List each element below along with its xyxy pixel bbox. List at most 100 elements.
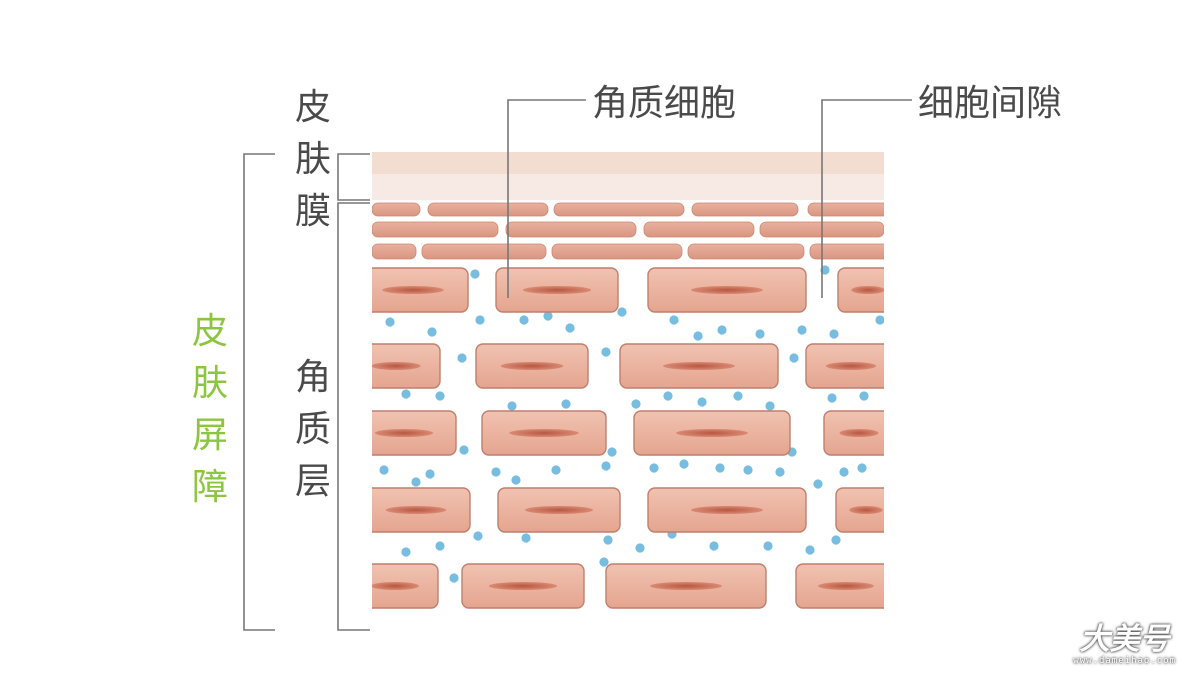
cell-nucleus (524, 506, 594, 514)
lipid-dot (473, 531, 483, 541)
lipid-dot (857, 463, 867, 473)
skin-film-bracket (337, 153, 370, 201)
lipid-dot (763, 541, 773, 551)
lipid-dot (743, 465, 753, 475)
lipid-dot (669, 315, 679, 325)
lipid-dot (551, 465, 561, 475)
lipid-dot (523, 613, 532, 622)
intercellular-space-label: 细胞间隙 (918, 83, 1063, 124)
flat-corneocyte (372, 202, 421, 217)
stratum-corneum-bracket (337, 202, 370, 631)
lipid-dot (685, 617, 694, 626)
corneocyte-label: 角质细胞 (592, 83, 737, 124)
flat-corneocyte (553, 202, 685, 217)
lipid-dot (715, 463, 725, 473)
cell-nucleus (818, 582, 874, 590)
intercellular-lipid-dots (379, 265, 884, 626)
cell-nucleus (522, 286, 592, 294)
lipid-dot (603, 535, 613, 545)
lipid-dot (519, 315, 529, 325)
lipid-dot (839, 467, 849, 477)
watermark-subtext: www.dameihao.com (1073, 656, 1176, 666)
cell-nucleus (676, 429, 748, 437)
lipid-dot (601, 347, 611, 357)
cell-nucleus (663, 362, 735, 370)
lipid-dot (875, 315, 884, 325)
lipid-dot (511, 475, 521, 485)
flat-corneocyte (372, 221, 499, 238)
lipid-dot (733, 391, 743, 401)
lipid-dot (379, 465, 389, 475)
cell-nucleus (691, 286, 763, 294)
cell-nucleus (650, 582, 722, 590)
lipid-dot (635, 543, 645, 553)
flat-corneocyte (687, 243, 805, 260)
lipid-dot (411, 477, 421, 487)
lipid-dot (829, 329, 839, 339)
lipid-dot (561, 399, 571, 409)
lipid-dot (617, 307, 627, 317)
cell-nucleus (691, 506, 763, 514)
flat-corneocyte (551, 243, 683, 260)
lipid-dot (413, 615, 422, 624)
lipid-dot (805, 545, 815, 555)
cell-nucleus (385, 506, 447, 514)
corneocyte-leader-line (507, 99, 586, 298)
lipid-dot (401, 389, 411, 399)
intercellular-leader-line (821, 99, 912, 298)
lipid-dot (765, 401, 775, 411)
flat-corneocyte (691, 202, 799, 217)
flat-corneocyte (505, 221, 637, 238)
lipid-dot (831, 535, 841, 545)
lipid-dot (631, 399, 641, 409)
lipid-dot (775, 467, 785, 477)
lipid-dot (709, 541, 719, 551)
lipid-dot (663, 391, 673, 401)
lipid-dot (543, 311, 553, 321)
lipid-dot (470, 269, 480, 279)
lipid-dot (827, 393, 837, 403)
stratum-corneum-label: 角 质 层 (294, 357, 331, 502)
lipid-dot (717, 325, 727, 335)
lipid-dot (425, 469, 435, 479)
skin-film-label: 皮 肤 膜 (294, 87, 331, 232)
cell-nucleus (374, 429, 434, 437)
lipid-dot (507, 401, 517, 411)
watermark-logo: 大美号 www.dameihao.com (1073, 622, 1176, 667)
lipid-dot (599, 557, 609, 567)
watermark-text: 大美号 (1079, 622, 1170, 657)
skin-barrier-label: 皮 肤 屏 障 (191, 311, 228, 508)
lipid-dot (459, 445, 469, 455)
flat-corneocyte (807, 202, 884, 217)
lipid-dot (649, 463, 659, 473)
lipid-dot (565, 323, 575, 333)
lipid-dot (697, 397, 707, 407)
cell-nucleus (849, 506, 883, 514)
cell-nucleus (839, 429, 879, 437)
cell-nucleus (851, 286, 884, 294)
flat-corneocyte (372, 243, 417, 260)
flat-corneocyte (427, 202, 549, 217)
cell-nucleus (372, 362, 421, 370)
lipid-dot (797, 325, 807, 335)
lipid-dot (457, 353, 467, 363)
lipid-dot (491, 467, 501, 477)
lipid-dot (607, 447, 617, 457)
lipid-dot (427, 327, 437, 337)
cell-nucleus (825, 362, 877, 370)
lipid-dot (521, 533, 531, 543)
cell-nucleus (382, 286, 444, 294)
lipid-dot (789, 353, 799, 363)
lipid-dot (693, 331, 703, 341)
lipid-dot (449, 573, 459, 583)
corneocyte-cells (372, 267, 884, 609)
lipid-dot (679, 459, 689, 469)
cell-nucleus (500, 362, 564, 370)
lipid-dot (601, 461, 611, 471)
flat-corneocyte (421, 243, 547, 260)
lipid-dot (755, 329, 765, 339)
lipid-dot (401, 547, 411, 557)
lipid-dot (859, 391, 869, 401)
cell-nucleus (488, 582, 558, 590)
